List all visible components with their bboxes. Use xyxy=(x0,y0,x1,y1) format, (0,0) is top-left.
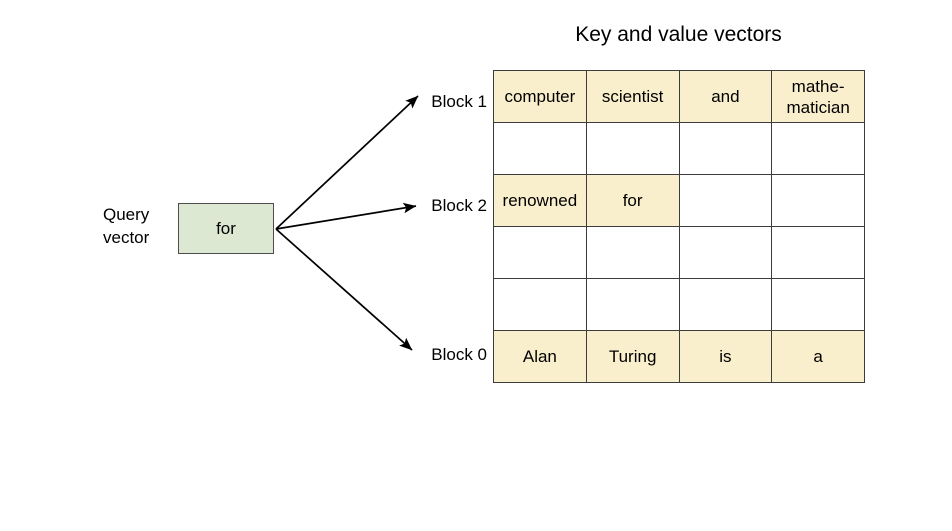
table-cell-empty xyxy=(771,174,865,227)
table-cell-empty xyxy=(493,122,587,175)
table-cell-token: computer xyxy=(493,70,587,123)
table-cell-empty xyxy=(678,226,773,279)
table-cell-empty xyxy=(771,278,865,331)
table-row xyxy=(493,226,865,279)
table-cell-empty xyxy=(585,122,680,175)
page-title: Key and value vectors xyxy=(575,23,782,46)
table-cell-empty xyxy=(493,226,587,279)
table-cell-token: for xyxy=(585,174,680,227)
table-cell-empty xyxy=(585,278,680,331)
table-row xyxy=(493,278,865,331)
query-vector-label-line2: vector xyxy=(103,228,150,247)
table-cell-token: Alan xyxy=(493,330,587,383)
table-cell-token: is xyxy=(678,330,773,383)
table-cell-empty xyxy=(493,278,587,331)
table-row xyxy=(493,122,865,175)
query-vector-token: for xyxy=(216,218,236,238)
arrow-to-block-0 xyxy=(275,228,413,351)
table-cell-empty xyxy=(678,174,773,227)
table-cell-empty xyxy=(771,122,865,175)
table-cell-token: and xyxy=(678,70,773,123)
block-label-2: Block 2 xyxy=(431,196,487,215)
table-cell-empty xyxy=(585,226,680,279)
table-cell-token: a xyxy=(771,330,865,383)
query-vector-label: Query vector xyxy=(103,203,175,249)
table-cell-token: scientist xyxy=(585,70,680,123)
table-cell-empty xyxy=(678,122,773,175)
block-label-1: Block 1 xyxy=(431,92,487,111)
table-cell-token: Turing xyxy=(585,330,680,383)
table-cell-empty xyxy=(771,226,865,279)
block-label-0: Block 0 xyxy=(431,345,487,364)
query-vector-box[interactable]: for xyxy=(178,203,274,254)
table-cell-empty xyxy=(678,278,773,331)
table-cell-token: renowned xyxy=(493,174,587,227)
table-cell-token: mathe-matician xyxy=(771,70,865,123)
query-vector-label-line1: Query xyxy=(103,205,150,224)
